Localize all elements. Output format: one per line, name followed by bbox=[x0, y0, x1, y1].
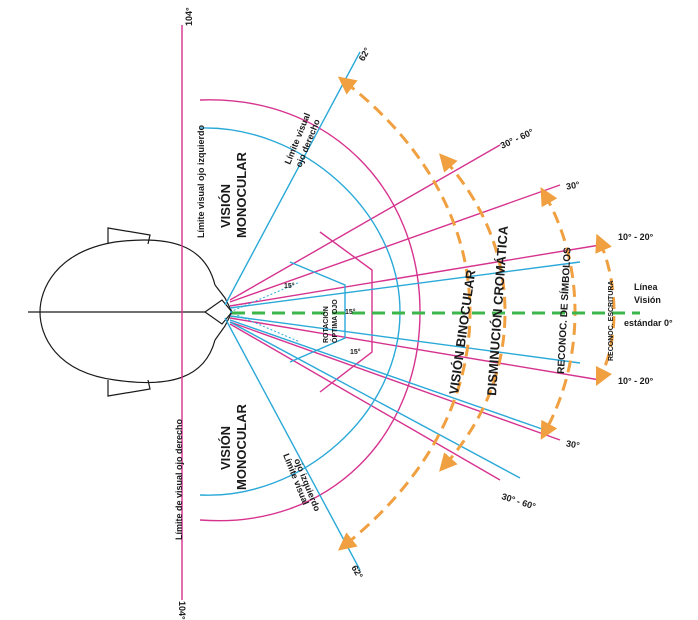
angle-15-b: 15° bbox=[345, 308, 356, 316]
disminucion-cromatica-label: DISMINUCIÓN CROMÁTICA bbox=[484, 225, 511, 397]
limite-izquierdo-label: Límite visual ojo izquierdo bbox=[196, 124, 206, 238]
angle-30-60-top: 30° - 60° bbox=[499, 127, 536, 151]
vision-monocular-bottom-l1: VISIÓN bbox=[218, 426, 233, 470]
vision-monocular-top-l2: MONOCULAR bbox=[234, 151, 249, 238]
angle-62-top: 62° bbox=[357, 46, 373, 63]
angle-30-top: 30° bbox=[565, 179, 581, 191]
linea-label-2: Visión bbox=[634, 295, 661, 305]
linea-label-1: Línea bbox=[634, 282, 659, 292]
ear-top bbox=[107, 227, 151, 245]
angle-104-bottom: 104° bbox=[177, 601, 187, 620]
angle-30-bottom: 30° bbox=[565, 438, 581, 450]
arc-binocular bbox=[337, 76, 472, 551]
arc-cromatica bbox=[439, 153, 507, 472]
head-shape bbox=[39, 239, 216, 384]
angle-10-20-top: 10° - 20° bbox=[618, 232, 654, 242]
rotacion-label-l2: ÓPTIMA OJO bbox=[330, 299, 339, 343]
arc-escritura bbox=[595, 233, 616, 387]
vision-monocular-top-l1: VISIÓN bbox=[218, 184, 233, 228]
angle-15-a: 15° bbox=[284, 282, 295, 290]
limite-derecho-label: Límite de visual ojo derecho bbox=[174, 418, 184, 540]
magenta-arcs bbox=[199, 99, 421, 522]
head-outline bbox=[28, 227, 233, 397]
angle-15-c: 15° bbox=[350, 348, 361, 356]
angle-62-bottom: 62° bbox=[349, 563, 365, 580]
vision-monocular-bottom-l2: MONOCULAR bbox=[234, 403, 249, 490]
ear-bottom bbox=[107, 379, 151, 397]
rotation-dotted-lines bbox=[229, 281, 301, 343]
angle-10-20-bottom: 10° - 20° bbox=[618, 376, 654, 386]
reconoc-simbolos-label: RECONOC. DE SÍMBOLOS bbox=[554, 247, 574, 375]
vision-binocular-label: VISIÓN BINOCULAR bbox=[446, 268, 478, 395]
linea-label-3: estándar 0° bbox=[624, 318, 673, 328]
reconoc-escritura-label: RECONOC. ESCRITURA bbox=[608, 280, 615, 361]
angle-104-top: 104° bbox=[184, 7, 194, 26]
angle-30-60-bottom: 30° - 60° bbox=[500, 491, 537, 512]
rotacion-label-l1: ROTACIÓN bbox=[321, 306, 330, 343]
